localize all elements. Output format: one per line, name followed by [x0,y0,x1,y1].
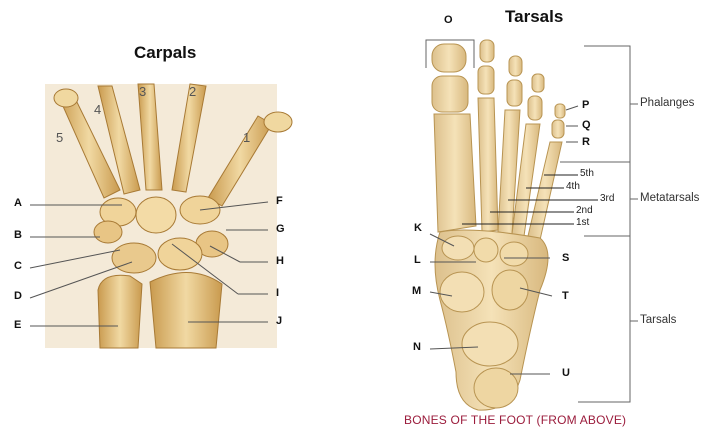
label-k: K [414,222,422,234]
label-p: P [582,99,589,111]
metatarsal-2nd: 2nd [576,205,593,216]
label-j: J [276,315,282,327]
digit-number-2: 2 [189,84,196,99]
label-r: R [582,136,590,148]
metatarsal-4th: 4th [566,181,580,192]
region-phalanges: Phalanges [640,97,694,109]
label-o: O [444,14,453,26]
region-tarsals: Tarsals [640,314,676,326]
label-a: A [14,197,22,209]
metatarsal-1st: 1st [576,217,589,228]
digit-number-4: 4 [94,102,101,117]
label-c: C [14,260,22,272]
label-s: S [562,252,569,264]
digit-number-1: 1 [243,130,250,145]
hand-illustration [45,84,292,348]
label-f: F [276,195,283,207]
digit-number-3: 3 [139,84,146,99]
tarsals-title: Tarsals [505,7,563,27]
label-t: T [562,290,569,302]
label-q: Q [582,119,591,131]
label-g: G [276,223,285,235]
label-e: E [14,319,21,331]
label-b: B [14,229,22,241]
label-n: N [413,341,421,353]
label-i: I [276,287,279,299]
region-metatarsals: Metatarsals [640,192,699,204]
digit-number-5: 5 [56,130,63,145]
label-m: M [412,285,421,297]
metatarsal-5th: 5th [580,168,594,179]
label-l: L [414,254,421,266]
foot-caption: BONES OF THE FOOT (FROM ABOVE) [404,413,626,427]
label-u: U [562,367,570,379]
metatarsal-3rd: 3rd [600,193,614,204]
label-d: D [14,290,22,302]
foot-illustration [432,40,565,410]
label-h: H [276,255,284,267]
